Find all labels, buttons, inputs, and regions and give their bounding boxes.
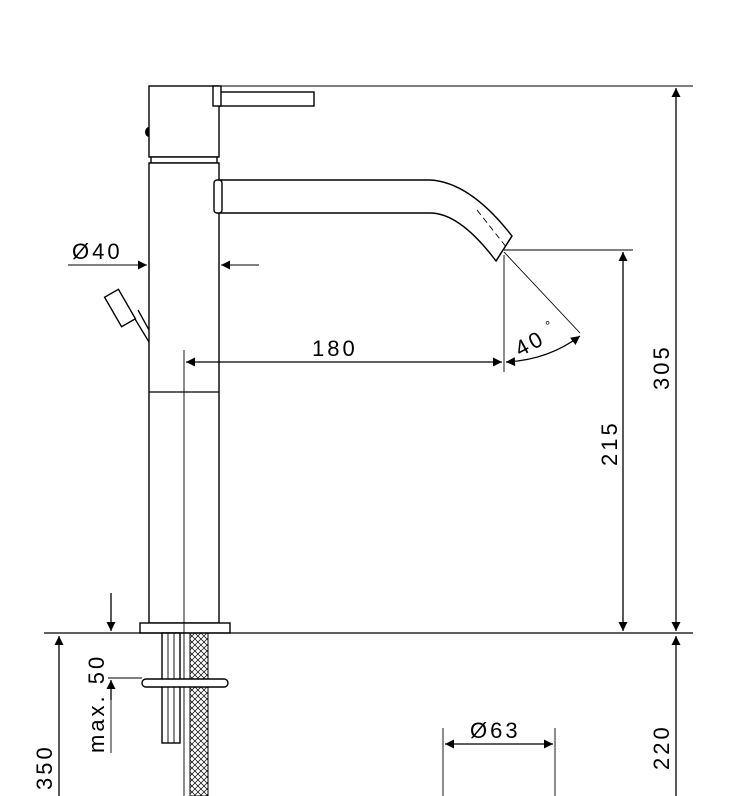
dim-angle: 40 °	[503, 251, 581, 367]
label-supply-right: 220	[649, 724, 674, 770]
label-spout-height: 215	[597, 420, 622, 466]
dim-reach: 180	[186, 255, 505, 372]
dim-diameter-body: Ø40	[68, 239, 259, 270]
label-diameter-body: Ø40	[72, 239, 123, 264]
dim-total-height: 305	[219, 85, 693, 631]
lever-handle	[218, 91, 315, 107]
dim-supply-left: 350	[32, 636, 64, 796]
spout-aerator-line	[476, 209, 508, 249]
under-deck	[44, 632, 693, 796]
label-angle: 40	[511, 325, 550, 361]
label-reach: 180	[312, 336, 358, 361]
faucet-cap	[148, 85, 220, 158]
threaded-shank	[161, 632, 181, 744]
label-supply-left: 350	[32, 744, 57, 790]
dim-max-deck: max. 50	[84, 593, 142, 753]
spout-end	[495, 235, 513, 262]
fixing-plate	[141, 678, 229, 688]
spout-connector	[213, 179, 223, 214]
popup-rod	[103, 288, 150, 343]
spout	[218, 179, 513, 263]
cap-indicator	[145, 127, 149, 137]
lever-base	[212, 85, 222, 107]
dim-diameter-flange: Ø63	[442, 718, 556, 796]
faucet-body	[103, 85, 513, 634]
label-total-height: 305	[649, 344, 674, 390]
braided-hose-a	[189, 632, 209, 796]
faucet-cap-ring	[150, 156, 218, 164]
dim-supply-right: 220	[649, 636, 681, 796]
label-angle-unit: °	[545, 318, 553, 333]
faucet-base	[139, 622, 231, 634]
label-diameter-flange: Ø63	[470, 718, 521, 743]
label-max-deck: max. 50	[84, 654, 109, 753]
dim-spout-height: 215	[504, 249, 633, 631]
